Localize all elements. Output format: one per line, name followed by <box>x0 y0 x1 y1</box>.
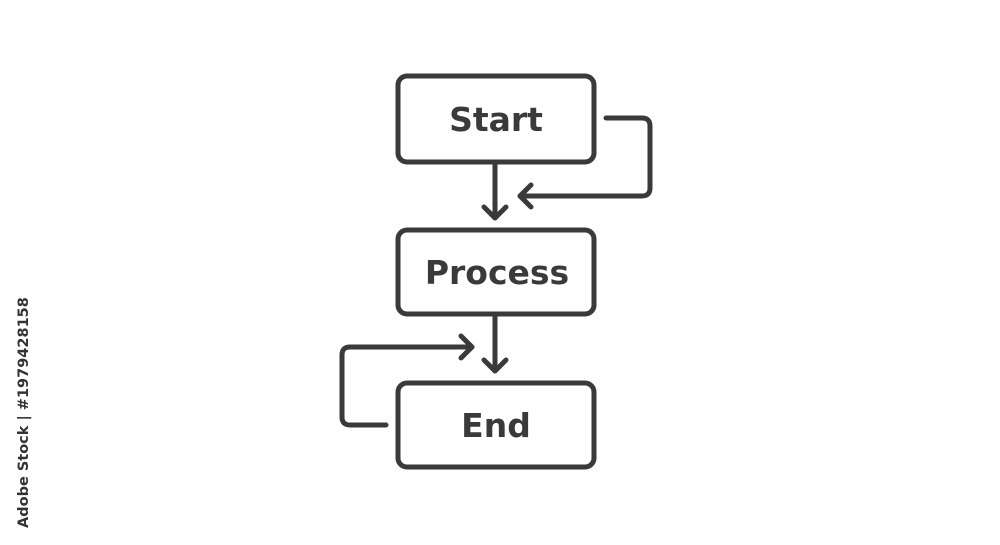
node-end-label: End <box>461 406 531 445</box>
node-process-label: Process <box>425 253 569 292</box>
watermark-side-text: Adobe Stock | #1979428158 <box>16 297 32 528</box>
node-start: Start <box>395 73 597 165</box>
edge-process-to-end-arrowhead <box>481 357 509 374</box>
node-end-box <box>395 380 597 470</box>
edge-start-to-process <box>481 161 509 221</box>
edge-start-to-process-arrowhead <box>481 204 509 221</box>
edge-loop-right-path <box>517 115 653 199</box>
edge-process-to-end <box>481 313 509 374</box>
node-process: Process <box>395 227 597 317</box>
node-start-label: Start <box>449 100 543 139</box>
node-end: End <box>395 380 597 470</box>
edge-loop-right <box>517 115 653 210</box>
edge-loop-left <box>339 333 475 428</box>
edge-loop-left-path <box>339 344 475 428</box>
edge-loop-right-arrowhead <box>517 182 534 210</box>
edge-loop-left-arrowhead <box>458 333 475 361</box>
